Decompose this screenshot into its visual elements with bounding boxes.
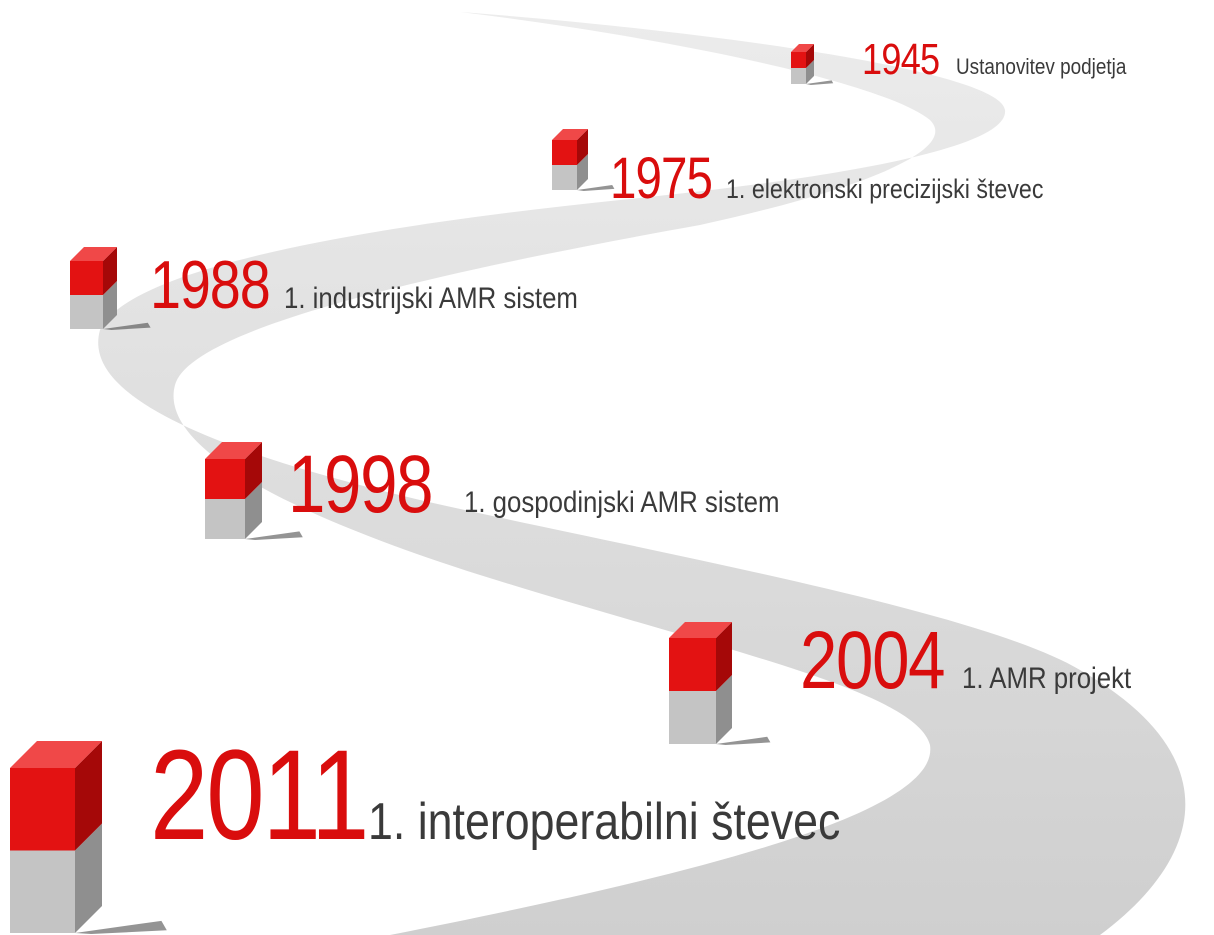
milestone-year: 2011 — [150, 724, 369, 867]
milestone-description: 1. interoperabilni števec — [368, 793, 841, 851]
marker-shadow — [103, 322, 151, 330]
marker-shadow — [75, 920, 167, 934]
marker-top-red — [10, 741, 102, 768]
marker-front-grey — [669, 691, 716, 744]
milestone-marker-1945 — [791, 44, 834, 85]
milestone-1975: 1975 1. elektronski precizijski števec — [610, 145, 1095, 212]
marker-front-red — [205, 459, 245, 499]
milestone-year: 2004 — [800, 615, 946, 706]
marker-side-red — [75, 741, 102, 851]
marker-side-grey — [103, 281, 117, 329]
marker-front-grey — [791, 68, 806, 84]
milestone-1945: 1945 Ustanovitev podjetja — [862, 35, 1154, 85]
milestone-1988: 1988 1. industrijski AMR sistem — [150, 246, 626, 324]
milestone-year: 1988 — [150, 247, 271, 323]
milestone-2011: 2011 1. interoperabilni števec — [150, 722, 917, 869]
milestone-marker-2011 — [10, 741, 167, 934]
milestone-description: Ustanovitev podjetja — [956, 54, 1127, 79]
marker-side-grey — [577, 154, 588, 190]
milestone-marker-1998 — [205, 442, 303, 540]
marker-shadow — [806, 80, 834, 85]
milestone-marker-2004 — [669, 622, 771, 745]
marker-front-grey — [70, 295, 103, 329]
marker-top-red — [205, 442, 262, 459]
milestone-year: 1998 — [288, 439, 434, 530]
marker-front-grey — [552, 165, 577, 190]
milestone-year: 1975 — [610, 146, 713, 211]
marker-front-red — [552, 140, 577, 165]
marker-front-grey — [205, 499, 245, 539]
milestone-year: 1945 — [862, 35, 940, 84]
marker-top-red — [791, 44, 814, 52]
marker-shadow — [716, 736, 771, 745]
milestone-marker-1975 — [552, 129, 615, 191]
milestone-2004: 2004 1. AMR projekt — [800, 614, 1159, 708]
marker-top-red — [552, 129, 588, 140]
milestone-1998: 1998 1. gospodinjski AMR sistem — [288, 438, 831, 532]
marker-front-red — [791, 52, 806, 68]
milestone-description: 1. industrijski AMR sistem — [284, 282, 578, 315]
milestone-description: 1. AMR projekt — [962, 662, 1132, 695]
milestone-description: 1. gospodinjski AMR sistem — [463, 486, 780, 519]
marker-side-grey — [75, 823, 102, 933]
marker-shadow — [245, 531, 303, 540]
marker-top-red — [70, 247, 117, 261]
marker-front-red — [70, 261, 103, 295]
marker-front-grey — [10, 850, 75, 933]
marker-front-red — [669, 638, 716, 691]
marker-front-red — [10, 768, 75, 851]
marker-side-red — [577, 129, 588, 165]
marker-side-grey — [716, 675, 732, 744]
marker-side-grey — [245, 482, 262, 539]
marker-top-red — [669, 622, 732, 638]
marker-side-red — [716, 622, 732, 691]
marker-side-red — [103, 247, 117, 295]
marker-side-red — [245, 442, 262, 499]
road-shape — [98, 12, 1186, 935]
milestone-description: 1. elektronski precizijski števec — [726, 174, 1044, 204]
milestone-marker-1988 — [70, 247, 151, 330]
marker-shadow — [577, 185, 615, 191]
